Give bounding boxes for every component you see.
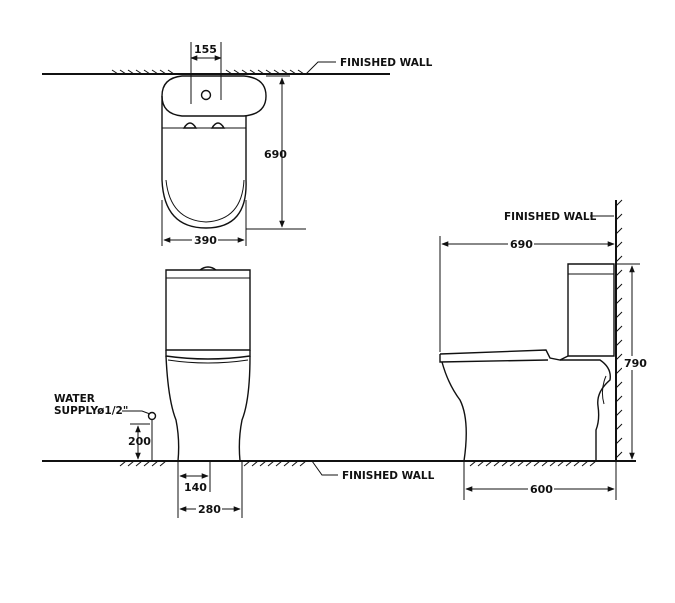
water-supply-label-1: WATER <box>54 393 95 405</box>
finished-wall-floor-label: FINISHED WALL <box>342 470 435 482</box>
top-wall-hatch <box>111 69 305 75</box>
water-supply-valve-icon <box>147 411 157 421</box>
dim-side-depth: 690 <box>510 238 533 251</box>
top-tank <box>161 75 267 117</box>
dim-top-width: 390 <box>194 234 217 247</box>
side-seat <box>439 349 569 361</box>
tap-hole-icon <box>200 89 212 101</box>
dim-top-depth: 690 <box>264 148 287 161</box>
dim-front-supply-height: 200 <box>128 435 151 448</box>
side-bowl <box>441 361 467 462</box>
side-view: FINISHED WALL 690 790 600 <box>439 199 647 500</box>
top-bowl <box>161 96 247 229</box>
side-tank <box>567 263 615 357</box>
dim-top-offset: 155 <box>194 43 217 56</box>
finished-wall-top-label: FINISHED WALL <box>340 57 433 69</box>
dim-side-height: 790 <box>624 357 647 370</box>
front-pedestal <box>165 355 251 462</box>
finished-wall-side-label: FINISHED WALL <box>504 211 597 223</box>
top-view: FINISHED WALL 155 690 390 <box>42 42 433 247</box>
dim-front-outlet: 140 <box>184 481 207 494</box>
front-view: WATER SUPPLYø1/2" 200 140 280 <box>54 266 251 518</box>
floor-line: FINISHED WALL <box>42 460 636 482</box>
dim-side-floor: 600 <box>530 483 553 496</box>
dim-front-base: 280 <box>198 503 221 516</box>
front-tank <box>165 269 251 351</box>
water-supply-label-2: SUPPLYø1/2" <box>54 405 128 417</box>
